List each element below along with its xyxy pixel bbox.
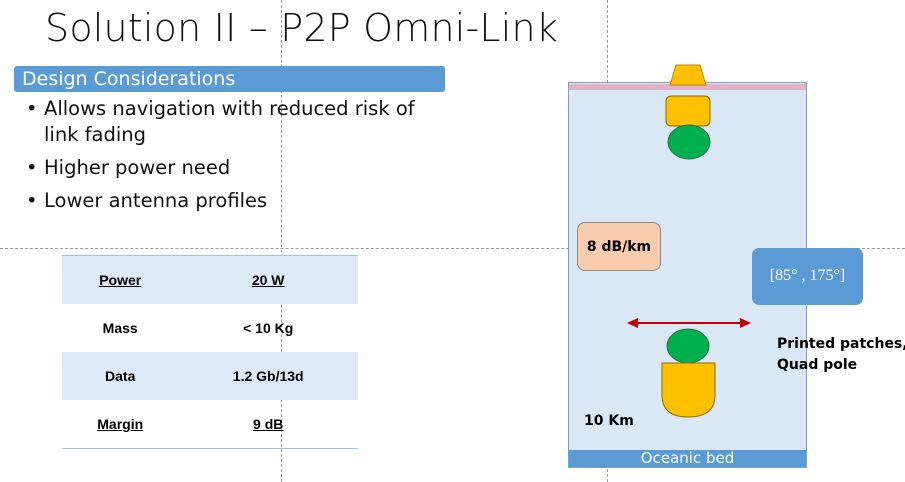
spec-name: Power xyxy=(62,255,179,304)
spec-name: Mass xyxy=(102,320,138,336)
angle-range-callout: [85° , 175°] xyxy=(752,248,863,305)
spec-value: < 10 Kg xyxy=(243,320,294,336)
upper-vehicle-icon xyxy=(665,95,711,127)
spec-value: 9 dB xyxy=(253,416,284,432)
table-row: Data 1.2 Gb/13d xyxy=(62,352,358,400)
spec-value: 20 W xyxy=(178,255,358,304)
antenna-label: Printed patches, Quad pole xyxy=(777,334,905,376)
upper-antenna-icon xyxy=(667,124,711,160)
guide-line-vertical-left xyxy=(281,0,282,482)
sea-surface-line xyxy=(569,84,806,90)
bullet-text: Allows navigation with reduced risk of l… xyxy=(44,97,415,146)
guide-line-horizontal xyxy=(0,248,905,249)
arrow-head-left-icon xyxy=(627,318,638,328)
antenna-label-line1: Printed patches, xyxy=(777,336,905,352)
arrow-head-right-icon xyxy=(740,318,751,328)
bullet-item: • Lower antenna profiles xyxy=(26,188,446,214)
bullet-text: Lower antenna profiles xyxy=(44,189,268,212)
spec-name: Data xyxy=(62,352,179,400)
spec-name: Margin xyxy=(97,416,144,432)
bullet-list: • Allows navigation with reduced risk of … xyxy=(26,96,446,221)
spec-value: 1.2 Gb/13d xyxy=(178,352,358,400)
oceanic-bed-bar: Oceanic bed xyxy=(569,450,806,467)
bullet-item: • Allows navigation with reduced risk of … xyxy=(26,96,446,148)
section-header: Design Considerations xyxy=(14,66,445,92)
slide-title: Solution II – P2P Omni-Link xyxy=(45,6,559,50)
surface-buoy-icon xyxy=(669,64,707,86)
specs-table: Power 20 W Mass < 10 Kg Data 1.2 Gb/13d … xyxy=(62,255,358,449)
lower-vehicle-icon xyxy=(661,362,716,418)
bullet-dot-icon: • xyxy=(26,156,38,179)
bullet-item: • Higher power need xyxy=(26,155,446,181)
bullet-dot-icon: • xyxy=(26,189,38,212)
lower-antenna-icon xyxy=(666,328,710,364)
table-row: Power 20 W xyxy=(62,255,358,304)
bullet-text: Higher power need xyxy=(44,156,231,179)
section-header-label: Design Considerations xyxy=(22,68,236,90)
table-row: Mass < 10 Kg xyxy=(62,304,358,352)
antenna-label-line2: Quad pole xyxy=(777,357,858,373)
bullet-dot-icon: • xyxy=(26,97,38,120)
attenuation-box: 8 dB/km xyxy=(577,222,661,271)
table-row: Margin 9 dB xyxy=(62,400,358,449)
distance-label: 10 Km xyxy=(584,413,634,429)
